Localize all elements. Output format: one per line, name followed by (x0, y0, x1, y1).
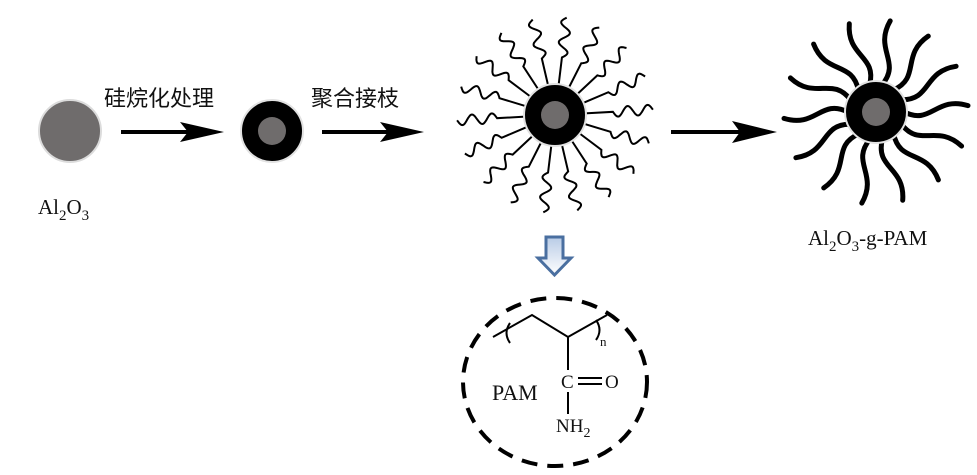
silanized-particle (240, 99, 304, 163)
thick-chain (878, 136, 906, 203)
thick-chain (793, 121, 854, 161)
thick-chain (787, 75, 854, 103)
thick-chain (901, 101, 971, 119)
step-silanization-label: 硅烷化处理 (104, 87, 214, 112)
wavy-chain (528, 18, 550, 87)
wavy-chain (570, 139, 612, 198)
arrow-silanization (121, 122, 224, 142)
wavy-chain (464, 125, 528, 158)
thick-chain (898, 63, 959, 103)
thick-chain (846, 21, 874, 88)
wavy-chain (475, 56, 532, 98)
wavy-polymer-chains (456, 16, 654, 214)
thick-chain (859, 136, 873, 206)
wavy-chain (560, 143, 582, 212)
wavy-chain (539, 144, 553, 214)
thick-chain (898, 121, 965, 149)
wavy-chain (460, 85, 527, 108)
pam-label: PAM (492, 380, 538, 405)
pam-backbone (492, 313, 608, 339)
wavy-chain (578, 132, 635, 174)
al2o3-label: Al2O3 (38, 195, 89, 224)
wavy-chain (582, 72, 646, 105)
arrow-final (671, 121, 777, 143)
thick-chain (811, 41, 861, 93)
carbon-atom: C (561, 372, 574, 393)
repeat-unit-n: n (600, 334, 607, 349)
arrow-polymerization (322, 122, 424, 142)
thick-chain (821, 131, 862, 191)
al2o3-g-pam-label: Al2O3-g-PAM (808, 226, 928, 255)
thick-chain (891, 131, 941, 183)
wavy-chain (576, 46, 627, 96)
wavy-chain (498, 32, 540, 91)
pam-structure-callout (461, 296, 649, 468)
step-polymerization-label: 聚合接枝 (311, 87, 399, 112)
grafted-particle-core (523, 83, 587, 147)
al2o3-particle (38, 99, 102, 163)
wavy-chain (557, 16, 571, 86)
thick-chain (890, 33, 931, 93)
thick-polymer-chains (781, 18, 971, 206)
thick-chain (781, 105, 851, 123)
thick-chain (879, 18, 893, 88)
down-arrow-icon (534, 235, 575, 278)
wavy-chain (483, 134, 534, 184)
wavy-chain (510, 141, 543, 204)
oxygen-atom: O (605, 372, 619, 393)
wavy-chain (567, 26, 600, 89)
al2o3-g-pam-particle (844, 80, 908, 144)
left-bracket (505, 322, 511, 344)
wavy-chain (583, 122, 650, 145)
amine-group: NH2 (556, 416, 590, 441)
wavy-chain (456, 112, 526, 127)
right-bracket (595, 319, 601, 341)
wavy-chain (584, 103, 654, 118)
